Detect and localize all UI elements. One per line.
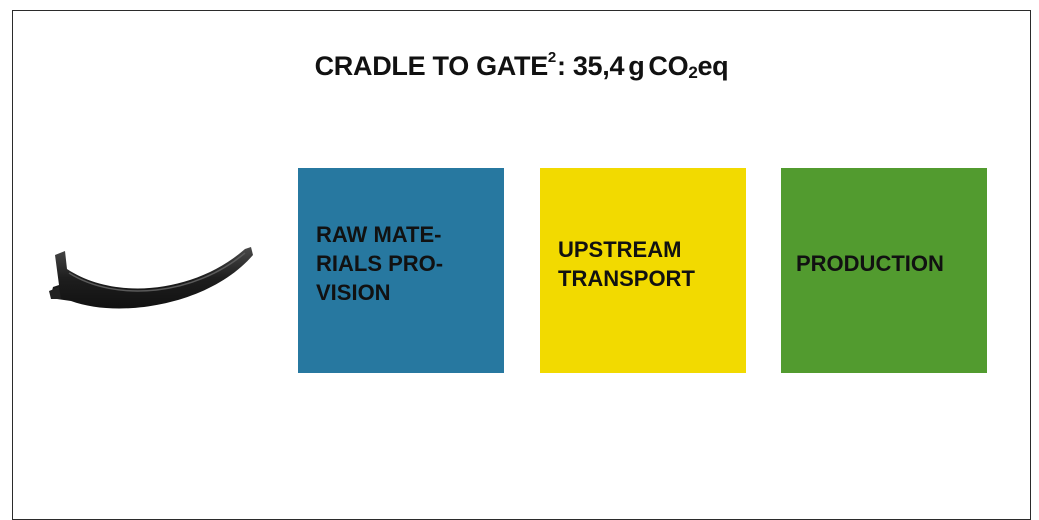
stage-label-raw-materials: RAW MATE- RIALS PRO- VISION (316, 222, 444, 305)
stage-box-upstream-transport: UPSTREAM TRANSPORT (540, 168, 746, 373)
stage-box-raw-materials: RAW MATE- RIALS PRO- VISION (298, 168, 504, 373)
title-value: : 35,4 (556, 51, 625, 81)
title-co2: CO (648, 51, 689, 81)
title-co2-subscript: 2 (688, 63, 698, 82)
title-unit: g (628, 51, 645, 81)
stage-label-upstream-transport: UPSTREAM TRANSPORT (558, 236, 695, 291)
stage-box-production: PRODUCTION (781, 168, 987, 373)
stage-label-production: PRODUCTION (796, 251, 944, 276)
title-co2-suffix: eq (697, 51, 729, 81)
title-prefix: CRADLE TO GATE (314, 51, 549, 81)
product-part-image (49, 247, 253, 309)
title-footnote-marker: 2 (547, 49, 556, 66)
